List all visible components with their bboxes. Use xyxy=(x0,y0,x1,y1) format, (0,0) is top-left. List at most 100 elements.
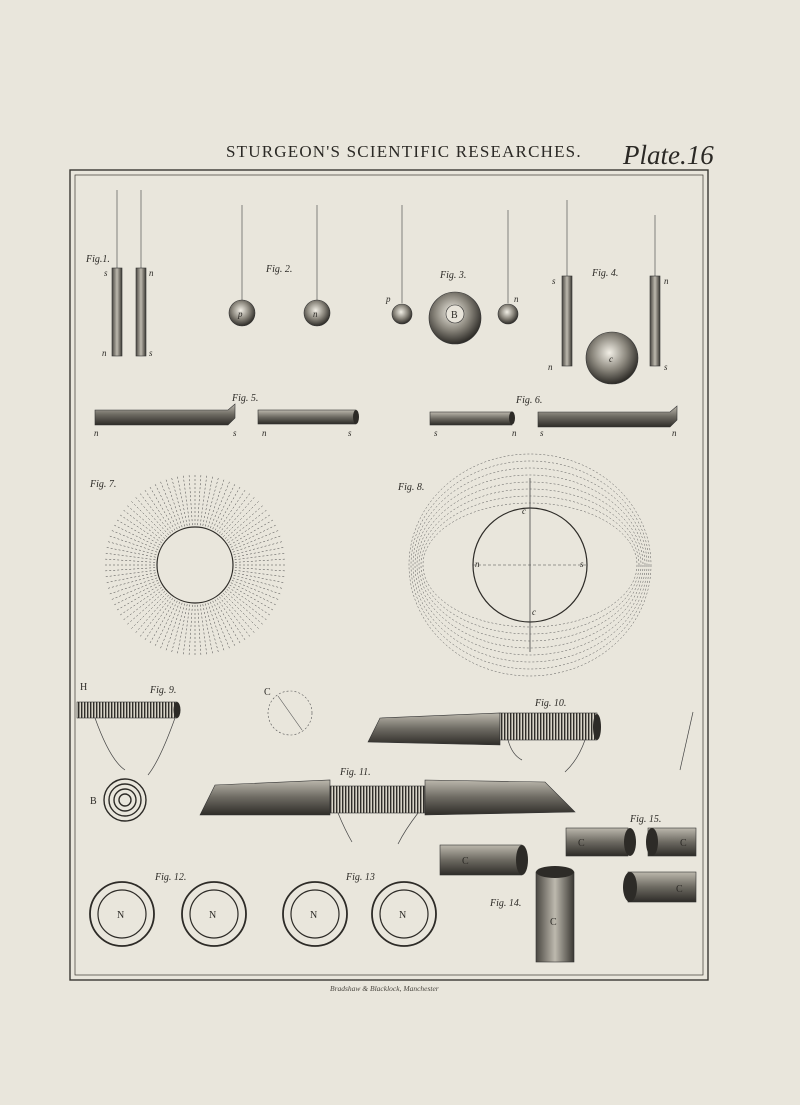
fig5-n-mid: n xyxy=(262,428,267,438)
fig7-field-ray xyxy=(143,488,173,532)
fig7-field-ray xyxy=(143,598,173,642)
fig7-field-ray xyxy=(228,587,272,617)
fig7-field-ray xyxy=(223,499,261,537)
fig7-field-ray xyxy=(182,473,191,526)
figure-12: Fig. 12. N N xyxy=(89,872,247,947)
fig13-N1: N xyxy=(310,910,317,921)
fig12-N2: N xyxy=(209,910,216,921)
figure-1: Fig.1. s n n s xyxy=(85,190,154,358)
fig7-field-ray xyxy=(154,600,178,648)
fig7-field-ray xyxy=(182,604,191,657)
plate-number: Plate.16 xyxy=(623,140,714,170)
fig7-field-ray xyxy=(224,504,265,539)
figure-13: Fig. 13 N N xyxy=(282,872,437,947)
figure-3: Fig. 3. p n B xyxy=(385,205,519,345)
fig7-field-ray xyxy=(138,491,171,534)
fig6-n-right: n xyxy=(672,428,677,438)
fig4-c: c xyxy=(609,354,613,364)
fig4-s-top: s xyxy=(552,276,556,286)
fig7-field-ray xyxy=(230,524,278,548)
fig2-n: n xyxy=(313,309,318,319)
fig7-field-ray xyxy=(212,600,236,648)
fig7-field-ray xyxy=(202,474,214,526)
fig7-field-ray xyxy=(221,495,256,536)
fig7-field-ray xyxy=(224,591,265,626)
fig7-field-ray xyxy=(115,584,161,612)
fig8-field-line xyxy=(416,481,644,649)
fig8-n: n xyxy=(475,559,480,569)
fig8-field-line xyxy=(414,474,646,656)
fig8-field-line xyxy=(410,460,650,670)
fig7-field-ray xyxy=(219,596,252,639)
fig5-s-mid: s xyxy=(233,428,237,438)
fig7-field-ray xyxy=(226,589,269,622)
figure-4: Fig. 4. s n n s c xyxy=(548,200,669,385)
fig7-field-ray xyxy=(228,513,272,543)
fig3-B: B xyxy=(451,310,458,321)
fig7-field-ray xyxy=(205,603,220,654)
fig9-B: B xyxy=(90,796,97,807)
fig15-C1: C xyxy=(578,838,585,849)
fig7-field-ray xyxy=(231,529,281,550)
fig5-label: Fig. 5. xyxy=(231,393,258,404)
fig7-field-ray xyxy=(103,567,156,572)
fig15-label: Fig. 15. xyxy=(629,814,661,825)
plate-header-title: STURGEON'S SCIENTIFIC RESEARCHES. xyxy=(226,142,582,161)
fig2-label: Fig. 2. xyxy=(265,264,292,275)
fig7-field-ray xyxy=(188,604,193,657)
figure-7: Fig. 7. xyxy=(89,473,287,657)
fig7-field-ray xyxy=(207,602,225,653)
fig7-field-ray xyxy=(138,596,171,639)
fig7-field-ray xyxy=(159,601,180,651)
fig6-s-left: s xyxy=(434,428,438,438)
fig7-field-ray xyxy=(165,602,183,653)
fig7-field-ray xyxy=(154,482,178,530)
fig7-field-ray xyxy=(104,572,156,584)
fig8-label: Fig. 8. xyxy=(397,482,424,493)
fig7-field-ray xyxy=(205,476,220,527)
fig7-field-ray xyxy=(121,508,164,541)
fig7-field-ray xyxy=(103,558,156,563)
inner-frame xyxy=(74,174,704,976)
fig7-field-ray xyxy=(219,491,252,534)
figure-10: Fig. 10. xyxy=(367,698,694,773)
figure-8: Fig. 8. n s c c xyxy=(397,453,652,677)
fig7-field-ray xyxy=(217,598,247,642)
fig7-field-ray xyxy=(231,580,281,601)
fig11-label: Fig. 11. xyxy=(339,767,371,778)
fig12-N1: N xyxy=(117,910,124,921)
fig7-field-ray xyxy=(217,488,247,532)
fig7-field-ray xyxy=(125,504,166,539)
fig14-C-vertical: C xyxy=(550,917,557,928)
fig7-field-ray xyxy=(229,518,275,546)
fig7-field-ray xyxy=(106,540,157,555)
fig4-n-bottom: n xyxy=(548,362,553,372)
fig7-field-ray xyxy=(129,499,167,537)
fig3-p: p xyxy=(385,294,391,304)
fig5-n-left: n xyxy=(94,428,99,438)
fig3-n: n xyxy=(514,294,519,304)
fig7-field-ray xyxy=(159,479,180,529)
figure-2: Fig. 2. p n xyxy=(228,205,331,327)
fig14-label: Fig. 14. xyxy=(489,898,521,909)
fig1-s-bottom: s xyxy=(149,348,153,358)
fig1-label: Fig.1. xyxy=(85,254,110,265)
fig8-s: s xyxy=(580,559,584,569)
figure-9: H Fig. 9. B C xyxy=(76,682,313,822)
fig15-C3: C xyxy=(676,884,683,895)
fig7-field-ray xyxy=(118,513,162,543)
fig7-field-ray xyxy=(199,473,208,526)
fig8-c-bottom: c xyxy=(532,607,536,617)
fig7-field-ray xyxy=(230,582,278,606)
fig7-field-ray xyxy=(125,591,166,626)
fig7-field-ray xyxy=(226,508,269,541)
fig7-field-ray xyxy=(109,529,159,550)
fig7-field-ray xyxy=(121,589,164,622)
fig7-field-ray xyxy=(233,540,284,555)
fig5-s-right: s xyxy=(348,428,352,438)
fig2-p: p xyxy=(237,309,243,319)
fig8-field-line xyxy=(418,488,642,642)
fig7-field-ray xyxy=(103,569,156,578)
fig7-field-ray xyxy=(210,601,231,651)
